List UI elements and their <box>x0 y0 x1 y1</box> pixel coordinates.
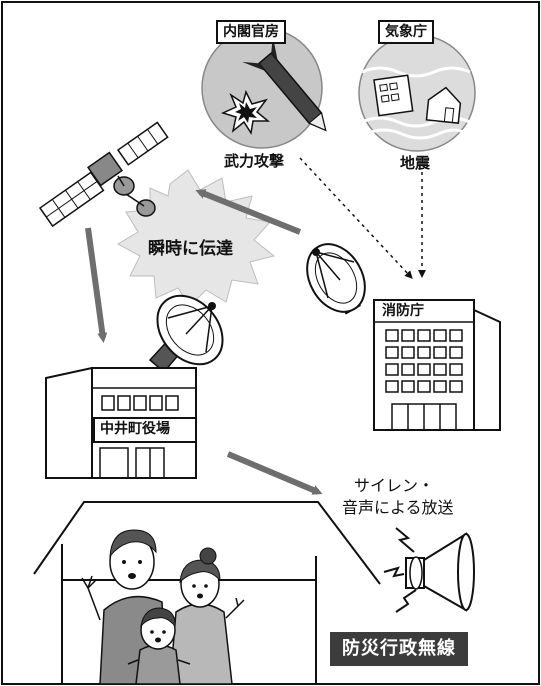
satellite-icon <box>38 121 169 228</box>
arrow-to-siren <box>226 451 323 495</box>
family-icon <box>81 529 245 685</box>
armed-attack-label: 武力攻撃 <box>224 152 285 170</box>
town-dish-antenna-icon <box>148 294 224 374</box>
megaphone-icon <box>383 527 475 613</box>
siren-label-line1: サイレン・ <box>354 476 435 495</box>
town-office-label: 中井町役場 <box>100 421 170 437</box>
cabinet-office-label: 内閣官房 <box>216 20 286 44</box>
fire-agency-building <box>373 299 501 431</box>
dish-antenna-icon <box>306 243 366 315</box>
dotted-arrow-attack <box>299 157 413 279</box>
earthquake-illustration <box>358 34 476 152</box>
explosion-icon <box>220 89 271 136</box>
tilted-building-icon <box>373 74 414 117</box>
arrow-to-town-office <box>85 227 108 343</box>
instant-transmission-label: 瞬時に伝達 <box>148 239 233 259</box>
starburst <box>116 169 276 307</box>
disaster-radio-banner: 防災行政無線 <box>330 632 468 666</box>
earthquake-label: 地震 <box>400 154 431 172</box>
cabinet-circle <box>201 27 323 149</box>
armed-attack-illustration <box>201 27 327 149</box>
fire-agency-label: 消防庁 <box>382 303 424 319</box>
siren-label-line2: 音声による放送 <box>342 498 454 517</box>
arrow-to-satellite <box>195 189 302 235</box>
house-icon <box>425 86 462 124</box>
meteorological-agency-label: 気象庁 <box>378 20 434 44</box>
town-office-building <box>45 366 197 479</box>
